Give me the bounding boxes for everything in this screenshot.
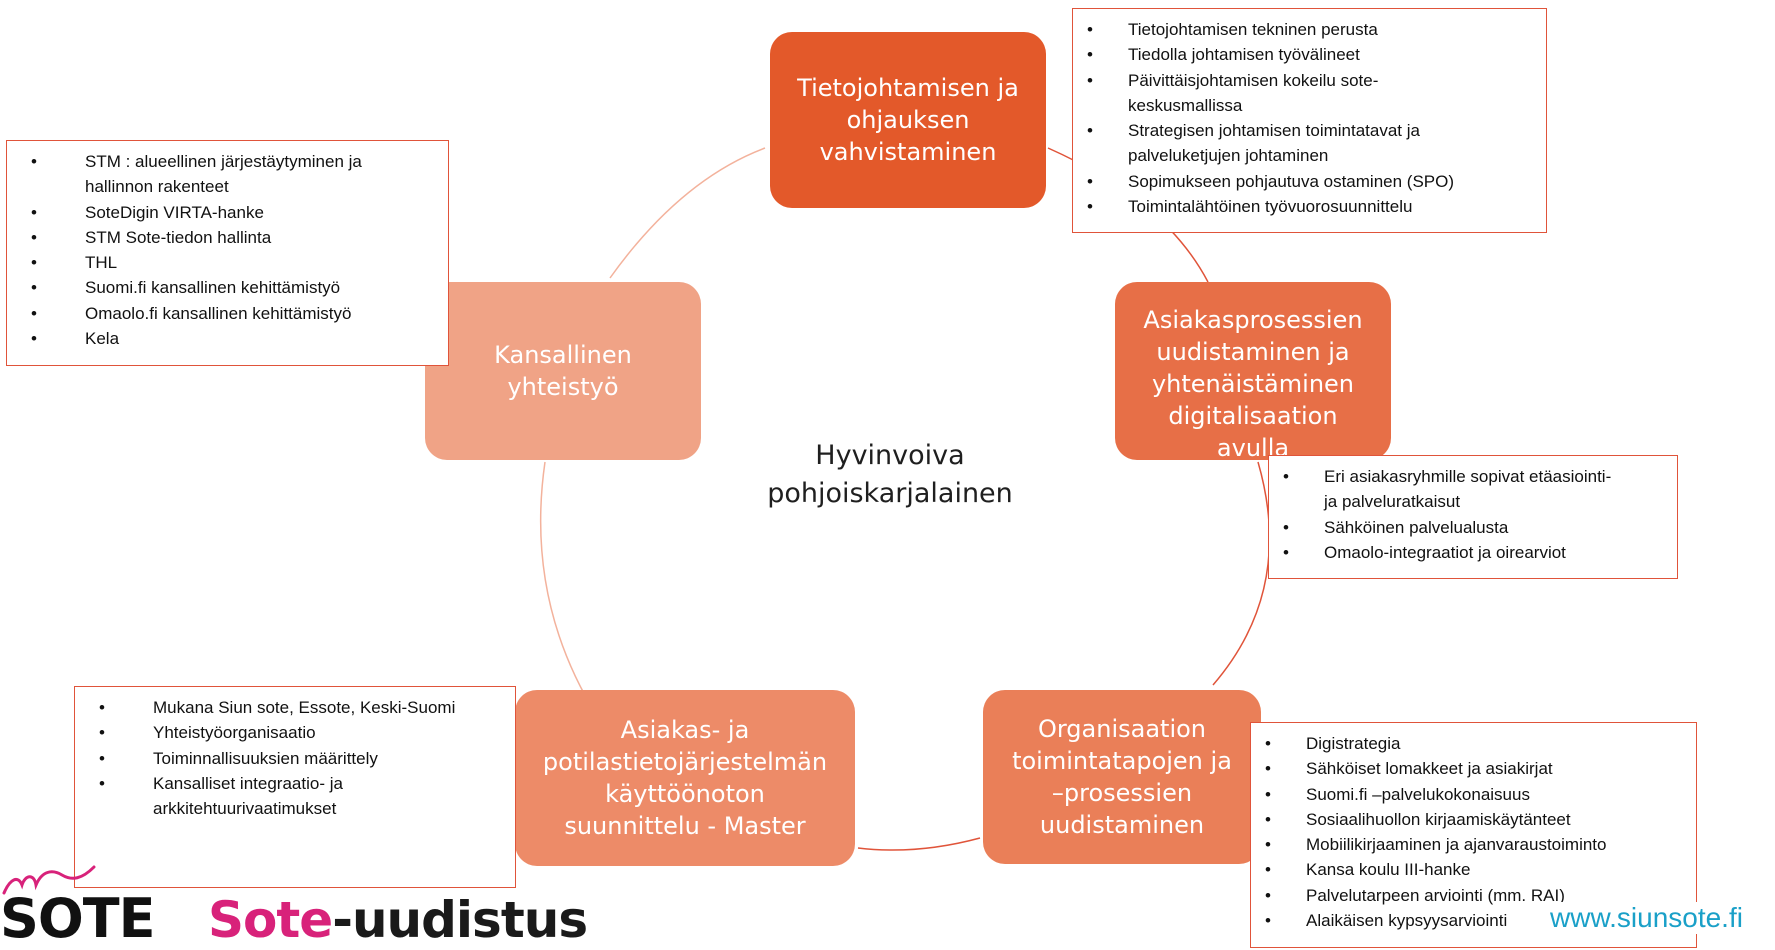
callout-item: Tietojohtamisen tekninen perusta [1073, 17, 1536, 43]
siun-logo-text: SOTE [0, 887, 156, 950]
node-tietojohtaminen: Tietojohtamisen ja ohjauksen vahvistamin… [770, 32, 1046, 208]
callout-item: Palvelutarpeen arviointi (mm. RAI) [1251, 883, 1686, 909]
sote-uudistus-title: Sote-uudistus [208, 891, 588, 949]
node-potilastietojarjestelma: Asiakas- ja potilastietojärjestelmän käy… [515, 690, 855, 866]
node-line: yhteistyö [507, 373, 619, 401]
node-line: toimintatapojen ja [1012, 747, 1232, 775]
node-kansallinen-yhteistyo: Kansallinen yhteistyö [425, 282, 701, 460]
node-line: vahvistaminen [819, 138, 997, 166]
callout-item: Sopimukseen pohjautuva ostaminen (SPO) [1073, 169, 1536, 195]
callout-item: Toimintalähtöinen työvuorosuunnittelu [1073, 194, 1536, 220]
node-line: –prosessien [1051, 779, 1193, 807]
callout-item: STM Sote-tiedon hallinta [7, 225, 438, 251]
callout-item: Mukana Siun sote, Essote, Keski-Suomi [75, 695, 505, 721]
node-line: uudistaminen ja [1156, 338, 1350, 366]
callout-item: Omaolo.fi kansallinen kehittämistyö [7, 301, 438, 327]
node-line: käyttöönoton [605, 780, 765, 808]
callout-item: Kansa koulu III-hanke [1251, 857, 1686, 883]
node-line: ohjauksen [846, 106, 970, 134]
node-line: potilastietojärjestelmän [542, 748, 828, 776]
node-asiakasprosessit: Asiakasprosessien uudistaminen ja yhtenä… [1115, 282, 1391, 462]
connector-left-to-top [609, 147, 766, 279]
callout-item: Sähköiset lomakkeet ja asiakirjat [1251, 756, 1686, 782]
callout-item: Mobiilikirjaaminen ja ajanvaraustoiminto [1251, 832, 1686, 858]
callout-item: Omaolo-integraatiot ja oirearviot [1269, 540, 1667, 566]
callout-item: Suomi.fi –palvelukokonaisuus [1251, 782, 1686, 808]
callout-item: Alaikäisen kypsyysarviointi [1251, 908, 1686, 934]
callout-asiakasprosessit: Eri asiakasryhmille sopivat etäasiointi-… [1268, 455, 1678, 579]
callout-potilastietojarjestelma: Mukana Siun sote, Essote, Keski-SuomiYht… [74, 686, 516, 888]
center-label-line: pohjoiskarjalainen [767, 478, 1013, 509]
callout-item: Sosiaalihuollon kirjaamiskäytänteet [1251, 807, 1686, 833]
callout-item: Yhteistyöorganisaatio [75, 720, 505, 746]
callout-item: SoteDigin VIRTA-hanke [7, 200, 438, 226]
node-line: Tietojohtamisen ja [797, 74, 1019, 102]
callout-item: Strategisen johtamisen toimintatavat ja … [1073, 118, 1536, 169]
node-line: digitalisaation [1168, 402, 1338, 430]
node-line: Kansallinen [494, 341, 632, 369]
node-line: Organisaation [1037, 715, 1207, 743]
connector-right-to-bottom-right [1212, 461, 1271, 686]
node-organisaatio: Organisaation toimintatapojen ja –proses… [983, 690, 1261, 864]
callout-item: Sähköinen palvelualusta [1269, 515, 1667, 541]
callout-item: Eri asiakasryhmille sopivat etäasiointi-… [1269, 464, 1667, 515]
center-label: Hyvinvoiva pohjoiskarjalainen [700, 437, 1080, 513]
connector-bottom-left-to-left [539, 461, 598, 717]
callout-item: THL [7, 250, 438, 276]
callout-item: Toiminnallisuuksien määrittely [75, 746, 505, 772]
center-label-line: Hyvinvoiva [815, 440, 965, 471]
node-line: uudistaminen [1039, 811, 1205, 839]
callout-item: Päivittäisjohtamisen kokeilu sote- kesku… [1073, 68, 1536, 119]
callout-item: Tiedolla johtamisen työvälineet [1073, 42, 1536, 68]
callout-kansallinen: STM : alueellinen järjestäytyminen ja ha… [6, 140, 449, 366]
node-line: Asiakasprosessien [1143, 306, 1363, 334]
node-line: yhtenäistäminen [1151, 370, 1354, 398]
callout-item: Kansalliset integraatio- ja arkkitehtuur… [75, 771, 505, 822]
siun-logo-swirl [2, 865, 96, 895]
node-line: suunnittelu - Master [564, 812, 806, 840]
node-line: Asiakas- ja [620, 716, 750, 744]
callout-item: Suomi.fi kansallinen kehittämistyö [7, 275, 438, 301]
callout-tietojohtaminen: Tietojohtamisen tekninen perustaTiedolla… [1072, 8, 1547, 233]
callout-item: Kela [7, 326, 438, 352]
callout-item: STM : alueellinen järjestäytyminen ja ha… [7, 149, 438, 200]
brand-rest: -uudistus [332, 891, 588, 949]
connector-bottom-right-to-bottom-left [857, 837, 981, 851]
website-link[interactable]: www.siunsote.fi [1548, 902, 1745, 934]
brand-accent: Sote [208, 891, 333, 949]
callout-item: Digistrategia [1251, 731, 1686, 757]
